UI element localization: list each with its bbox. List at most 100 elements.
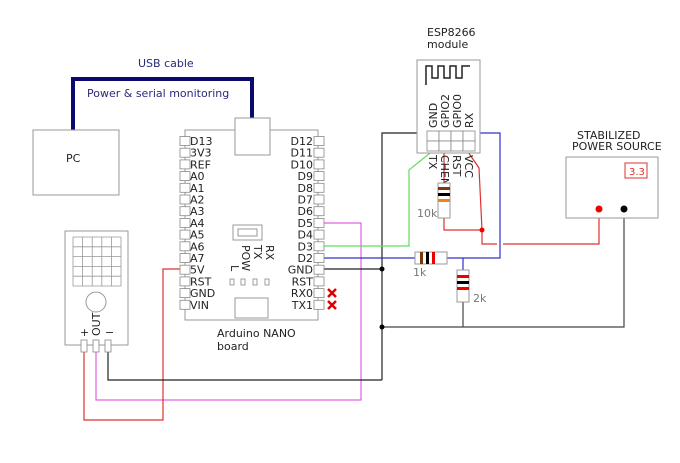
pin-label: A1 [190,182,205,195]
arduino-usb-connector [234,117,271,156]
pin-a4 [179,217,191,228]
resistor-10k [437,182,451,219]
arduino-caption: Arduino NANO [217,327,296,340]
pin-rst [179,276,191,287]
pin-label: VIN [190,299,209,312]
junction-dot [379,324,385,330]
usb-cable-label: USB cable [138,57,194,70]
esp-title: ESP8266 [427,26,476,39]
pc-label: PC [66,152,81,165]
power-title: POWER SOURCE [572,140,662,153]
pin-d10 [313,159,325,170]
pin-gnd [179,288,191,299]
voltage-display [624,162,648,179]
pin-d7 [313,194,325,205]
wire-5v-plus [83,268,180,421]
pin-label: D3 [298,240,313,253]
pin-label: 5V [190,264,205,277]
pin-d12 [313,136,325,146]
usb-cable [71,77,254,130]
sensor-pin [104,339,112,353]
esp-pin-label: GPIO0 [451,94,464,128]
esp-pin [450,130,464,142]
pin-5v [179,264,191,275]
pin-label: GND [288,264,313,277]
esp-pin-label: RST [450,155,463,177]
pin-label: D2 [298,252,313,265]
led-label: POW [239,245,252,271]
esp-pin [426,140,440,152]
pin-a7 [179,253,191,263]
pin-3v3 [179,147,191,158]
sensor-pin-plus: + [80,326,89,339]
resistor-2k-label: 2k [473,292,487,305]
pin-d3 [313,241,325,252]
sensor-module [64,230,129,346]
pin-d11 [313,147,325,158]
reset-button-inner [237,228,258,237]
wire-gnd-bus [381,132,433,380]
esp-pin-label: CHEN [438,155,451,186]
led-indicator [229,278,235,286]
wire-sensor-gnd [107,352,382,381]
esp-pin [462,140,476,152]
pin-a3 [179,206,191,217]
esp-pin [438,140,452,152]
pin-label: GND [190,287,215,300]
pin-rx0 [313,288,325,299]
pin-d9 [313,171,325,182]
wire-vcc-supply [503,209,600,245]
sensor-pin [92,339,100,353]
esp-pin-label: GND [427,103,440,128]
power-title: STABILIZED [577,129,641,142]
negative-terminal[interactable] [620,205,628,213]
pin-label: A3 [190,205,205,218]
pin-label: D6 [298,205,313,218]
pin-d8 [313,182,325,193]
pin-d4 [313,229,325,240]
pin-label: D8 [298,182,313,195]
pin-d13 [179,136,191,146]
wire-chen-vcc [443,218,482,231]
junction-dot [479,227,485,233]
esp-pin-label: TX [426,154,439,170]
pin-label: D7 [298,194,313,207]
junction-dot [379,266,385,272]
sensor-pin-out: OUT [90,312,103,336]
sensor-pin [80,339,88,353]
esp-pin-label: RX [463,112,476,128]
icsp-header [234,297,269,319]
resistor-10k-label: 10k [417,207,438,220]
positive-terminal[interactable] [595,205,603,213]
esp-title: module [427,38,468,51]
led-indicator [252,278,258,286]
pin-label: D4 [298,229,313,242]
resistor-2k [456,269,470,303]
pin-label: D10 [291,158,313,171]
pin-label: A7 [190,252,205,265]
pin-a2 [179,194,191,205]
wire-d3-tx [323,148,436,247]
pin-a6 [179,241,191,252]
pin-label: D9 [298,170,313,183]
esp-pin [438,130,452,142]
pin-label: A5 [190,229,205,242]
pin-a5 [179,229,191,240]
esp-pin-label: GPIO2 [439,94,452,128]
pin-label: RST [292,275,314,288]
sensor-pin-minus: − [105,326,114,339]
led-label: TX [251,244,264,260]
esp-pin [462,130,476,142]
pin-ref [179,159,191,170]
resistor-1k-label: 1k [413,266,427,279]
pin-label: D12 [291,135,313,148]
pin-label: TX1 [291,299,313,312]
pin-label: REF [190,158,211,171]
pin-rst [313,276,325,287]
pin-vin [179,299,191,310]
pin-d6 [313,206,325,217]
wire-rx [447,132,501,259]
pin-tx1 [313,299,325,310]
led-indicator [264,278,270,286]
esp-pin-label: VCC [462,155,475,178]
